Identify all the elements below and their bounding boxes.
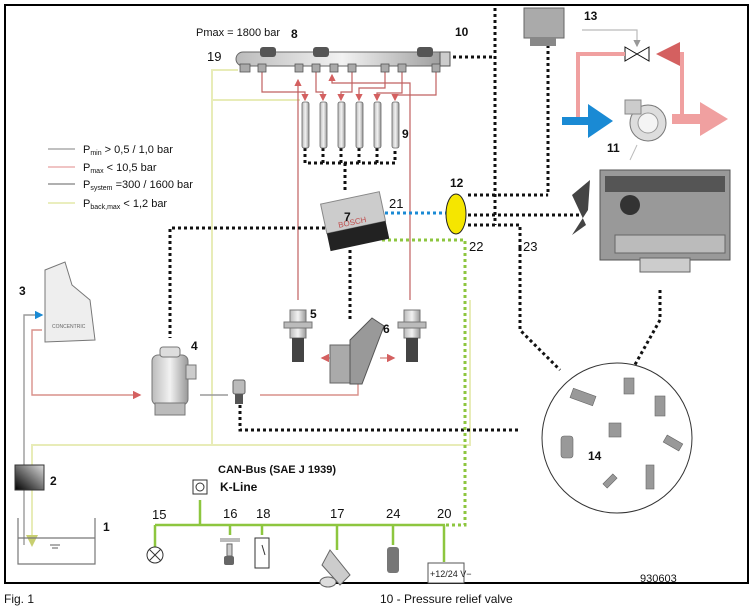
injectors [301,101,400,149]
label-17: 17 [330,506,344,521]
fuel-filter [151,346,197,416]
label-21: 21 [389,196,403,211]
high-pressure-lines [261,70,437,300]
intake-air-arrow [562,104,613,138]
label-6: 6 [383,322,390,336]
wastegate-actuator [523,7,565,46]
diagnostic-connector [192,479,208,495]
kline-label: K-Line [220,480,258,494]
label-11: 11 [607,141,620,155]
pump-brand: CONCENTRIC [52,324,86,330]
label-4: 4 [191,339,198,353]
battery-voltage: +12/24 V− [430,569,472,579]
battery: +12/24 V− [427,562,472,584]
legend: Pmin > 0,5 / 1,0 bar Pmax < 10,5 bar Psy… [48,144,193,211]
caption-item-10: 10 - Pressure relief valve [380,592,513,606]
unit-pump-left [283,309,313,362]
label-14: 14 [588,449,602,463]
label-10: 10 [455,25,469,39]
label-5: 5 [310,307,317,321]
can-bus-lines [153,238,467,562]
turbocharger [624,99,667,161]
svg-text:Pmax < 10,5 bar: Pmax < 10,5 bar [83,162,157,175]
label-22: 22 [469,239,483,254]
legend-item-pback: Pback,max < 1,2 bar [48,198,167,211]
figure-code: 930603 [640,573,677,585]
svg-text:Psystem =300 / 1600 bar: Psystem =300 / 1600 bar [83,179,193,192]
figure-caption: Fig. 1 [4,592,35,606]
label-15: 15 [152,507,166,522]
switch [254,537,270,569]
label-2: 2 [50,474,57,488]
label-19: 19 [207,49,221,64]
legend-item-psystem: Psystem =300 / 1600 bar [48,179,193,192]
svg-text:Pback,max < 1,2 bar: Pback,max < 1,2 bar [83,198,167,211]
label-16: 16 [223,506,237,521]
signal-lines [168,8,662,432]
accelerator-pedal [319,549,351,588]
label-1: 1 [103,520,110,534]
fuel-pressure-sensor [232,379,246,404]
actuator-link [582,29,641,48]
bypass-line-left [576,52,625,120]
exhaust-arrow [672,102,728,136]
ecu: BOSCH [320,191,390,252]
label-18: 18 [256,506,270,521]
ignition-key [220,538,240,565]
engine [572,169,731,273]
svg-text:Pmin > 0,5 / 1,0 bar: Pmin > 0,5 / 1,0 bar [83,144,173,157]
unit-pump-right [397,309,427,362]
wastegate-valve [624,46,650,62]
label-3: 3 [19,284,26,298]
label-9: 9 [402,127,409,141]
rail-pressure-label: Pmax = 1800 bar [196,27,280,39]
legend-item-pmin: Pmin > 0,5 / 1,0 bar [48,144,173,157]
bypass-line-right [656,42,684,120]
sensor-group [541,362,693,514]
label-20: 20 [437,506,451,521]
feed-pump: CONCENTRIC [44,261,96,343]
label-24: 24 [386,506,400,521]
water-separator [14,464,45,491]
canbus-label: CAN-Bus (SAE J 1939) [218,464,336,476]
label-8: 8 [291,27,298,41]
label-23: 23 [523,239,537,254]
sensor-24 [387,547,399,573]
legend-item-pmax: Pmax < 10,5 bar [48,162,157,175]
component-numbers: 1 2 3 4 5 6 7 8 9 10 11 12 13 14 15 16 1… [19,9,620,534]
warning-lamp [146,546,164,564]
sensor-hub [445,193,467,235]
label-13: 13 [584,9,598,23]
label-7: 7 [344,210,351,224]
common-rail [235,47,451,73]
metering-unit [329,317,385,385]
fuel-tank [17,518,96,565]
label-12: 12 [450,176,464,190]
